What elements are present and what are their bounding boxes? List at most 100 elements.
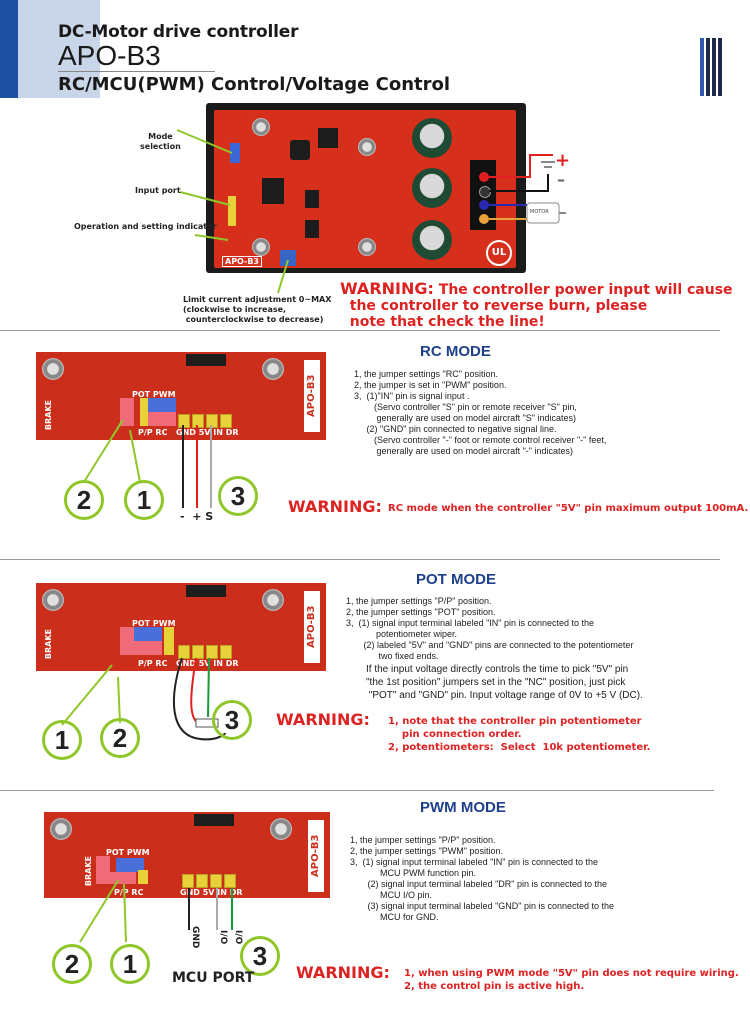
pot-warning-text: 1, note that the controller pin potentio… bbox=[388, 716, 651, 753]
step-line: 2, the jumper settings "PWM" position. bbox=[350, 846, 503, 856]
callout-number-1: 1 bbox=[124, 480, 164, 520]
warning-label: WARNING: bbox=[340, 279, 434, 298]
screw-icon bbox=[42, 358, 64, 380]
callout-input-port: Input port bbox=[135, 186, 181, 195]
callout-number-3: 3 bbox=[218, 476, 258, 516]
screw-icon bbox=[358, 138, 376, 156]
wire-label-gnd: GND bbox=[190, 926, 200, 949]
screw-icon bbox=[252, 238, 270, 256]
callout-line-indicator bbox=[194, 234, 229, 241]
power-plus-symbol: + bbox=[555, 150, 571, 171]
pot-board-image: POT PWM BRAKE P/P RC GND 5V IN DR APO-B3 bbox=[36, 583, 326, 671]
pot-wiring bbox=[61, 657, 226, 741]
callout-number-3: 3 bbox=[212, 700, 252, 740]
callout-mode-selection: Mode selection bbox=[140, 132, 181, 151]
callout-number-2: 2 bbox=[52, 944, 92, 984]
rc-mode-title: RC MODE bbox=[420, 343, 491, 360]
step-line: 3, (1)"IN" pin is signal input . bbox=[354, 391, 470, 401]
callout-line-2 bbox=[117, 676, 121, 724]
capacitor bbox=[412, 118, 452, 158]
step-line: 1, the jumper settings "P/P" position. bbox=[350, 835, 496, 845]
callout-limit-current: Limit current adjustment 0~MAX (clockwis… bbox=[183, 295, 332, 324]
input-port-header bbox=[228, 196, 236, 226]
callout-number-2: 2 bbox=[64, 480, 104, 520]
header-divider bbox=[58, 71, 215, 72]
callout-line-limit bbox=[277, 259, 289, 294]
step-line: (Servo controller "S" pin or remote rece… bbox=[354, 402, 577, 412]
pwm-jumper bbox=[148, 398, 176, 412]
brake-jumper bbox=[120, 398, 134, 426]
mode-jumper bbox=[230, 143, 240, 163]
pin-dr bbox=[220, 645, 232, 659]
pwm-board-image: POT PWM BRAKE P/P RC GND 5V IN DR APO-B3 bbox=[44, 812, 330, 898]
product-model: APO-B3 bbox=[58, 40, 161, 71]
rc-mode-steps: 1, the jumper settings "RC" position. 2,… bbox=[354, 369, 606, 457]
pot-jumper bbox=[134, 627, 162, 641]
pin-gnd bbox=[178, 645, 190, 659]
rc-wiring bbox=[83, 420, 212, 508]
pp-jumper bbox=[134, 641, 162, 655]
callout-line-mode bbox=[176, 129, 233, 154]
capacitor bbox=[412, 168, 452, 208]
step-line: potentiometer wiper. bbox=[346, 629, 458, 639]
product-subtitle: DC-Motor drive controller bbox=[58, 22, 299, 42]
jumper-labels-top: POT PWM bbox=[132, 619, 176, 628]
header-accent-panel bbox=[18, 0, 100, 98]
pot-mode-note: If the input voltage directly controls t… bbox=[366, 663, 643, 702]
step-line: (2) signal input terminal labeled "DR" p… bbox=[350, 879, 608, 889]
rc-board-image: POT PWM BRAKE P/P RC GND 5V IN DR APO-B3 bbox=[36, 352, 326, 440]
pwm-jumper bbox=[116, 858, 144, 872]
pin-in bbox=[210, 874, 222, 888]
ic-chip bbox=[186, 354, 226, 366]
pin-header bbox=[140, 398, 150, 426]
screw-icon bbox=[270, 818, 292, 840]
pot-mode-steps: 1, the jumper settings "P/P" position. 2… bbox=[346, 596, 633, 662]
step-line: 2, the jumper settings "POT" position. bbox=[346, 607, 496, 617]
pin-gnd bbox=[182, 874, 194, 888]
wire-polarity-labels: - + S bbox=[180, 510, 214, 523]
step-line: 2, the jumper is set in "PWM" position. bbox=[354, 380, 507, 390]
pwm-mode-steps: 1, the jumper settings "P/P" position. 2… bbox=[350, 835, 614, 923]
note-line: "POT" and "GND" pin. Input voltage range… bbox=[366, 690, 643, 701]
capacitor bbox=[412, 220, 452, 260]
brake-jumper bbox=[120, 627, 134, 655]
step-line: MCU PWM function pin. bbox=[350, 868, 477, 878]
callout-line-1 bbox=[61, 664, 113, 726]
terminal-positive bbox=[479, 172, 489, 182]
jumper-labels-bottom: P/P RC bbox=[138, 659, 168, 668]
step-line: (2) "GND" pin connected to negative sign… bbox=[354, 424, 557, 434]
ic-chip bbox=[194, 814, 234, 826]
pwm-wiring bbox=[79, 880, 233, 943]
step-line: 1, the jumper settings "P/P" position. bbox=[346, 596, 492, 606]
screw-icon bbox=[42, 589, 64, 611]
power-minus-symbol: – bbox=[557, 170, 565, 189]
rc-warning-label: WARNING: bbox=[288, 497, 382, 516]
jumper-labels-top: POT PWM bbox=[132, 390, 176, 399]
step-line: generally are used on model aircraft "-"… bbox=[354, 446, 574, 456]
ic-chip bbox=[305, 190, 319, 208]
screw-icon bbox=[262, 589, 284, 611]
screw-icon bbox=[262, 358, 284, 380]
section-divider bbox=[0, 330, 720, 331]
section-divider bbox=[0, 559, 720, 560]
screw-icon bbox=[358, 238, 376, 256]
pot-warning-label: WARNING: bbox=[276, 710, 370, 729]
callout-number-1: 1 bbox=[110, 944, 150, 984]
inductor bbox=[290, 140, 310, 160]
ic-chip bbox=[305, 220, 319, 238]
screw-icon bbox=[252, 118, 270, 136]
pwm-mode-title: PWM MODE bbox=[420, 799, 506, 816]
pin-header bbox=[164, 627, 174, 655]
rc-jumper bbox=[148, 412, 176, 426]
callout-line-2 bbox=[79, 880, 120, 943]
current-limit-potentiometer bbox=[280, 250, 296, 266]
screw-icon bbox=[50, 818, 72, 840]
callout-number-2: 2 bbox=[100, 718, 140, 758]
note-line: If the input voltage directly controls t… bbox=[366, 664, 629, 675]
pwm-warning-text: 1, when using PWM mode "5V" pin does not… bbox=[404, 968, 739, 992]
pwm-warning-label: WARNING: bbox=[296, 963, 390, 982]
callout-number-1: 1 bbox=[42, 720, 82, 760]
step-line: 1, the jumper settings "RC" position. bbox=[354, 369, 498, 379]
pin-labels: GND 5V IN DR bbox=[176, 659, 239, 668]
step-line: (Servo controller "-" foot or remote con… bbox=[354, 435, 607, 445]
